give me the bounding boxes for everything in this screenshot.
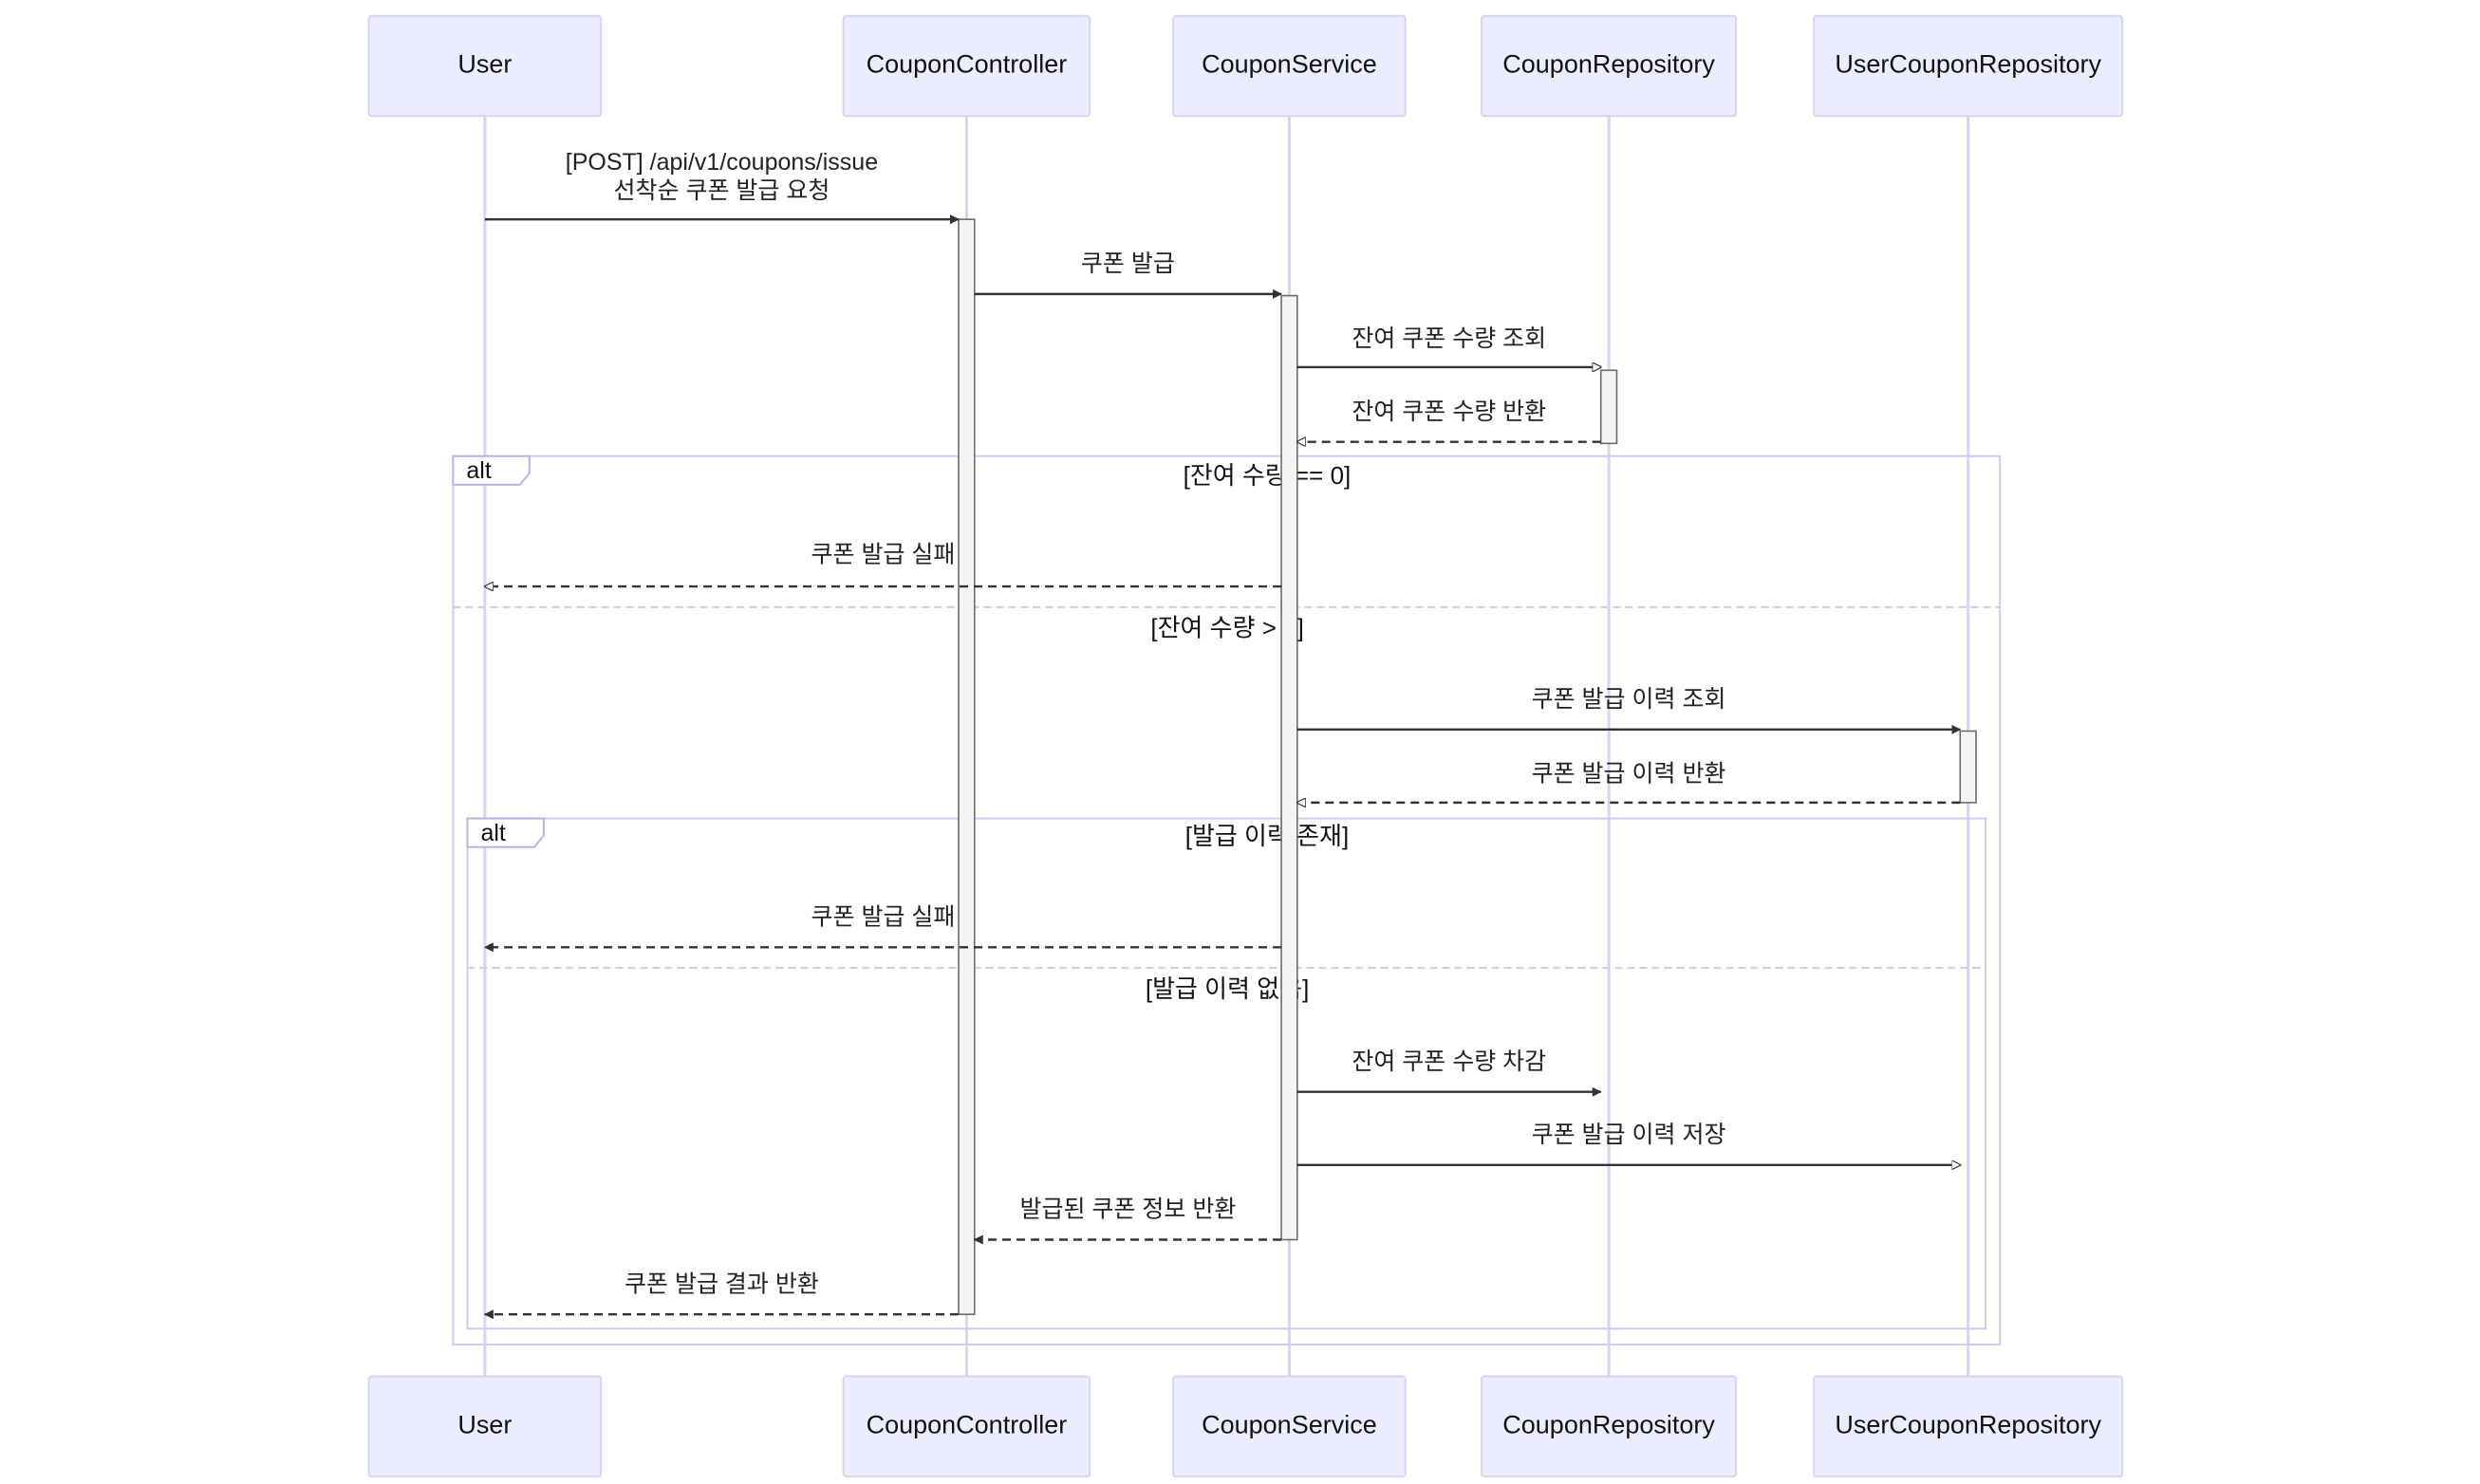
- participant-user_coupon_repo-bottom: UserCouponRepository: [1813, 1375, 2124, 1478]
- participant-box: [367, 1375, 603, 1478]
- fragment-keyword: alt: [480, 820, 505, 846]
- message-label: 쿠폰 발급 이력 반환: [1532, 761, 1726, 788]
- participant-coupon_repo-bottom: CouponRepository: [1481, 1375, 1738, 1478]
- activation-bar: [1280, 294, 1298, 1241]
- participant-label: CouponService: [1202, 50, 1377, 79]
- message-6: 쿠폰 발급 이력 조회: [1296, 686, 1962, 734]
- fragment-condition: [잔여 수량 == 0]: [1184, 461, 1352, 490]
- message-2: 쿠폰 발급: [974, 250, 1283, 299]
- participant-box: [842, 1375, 1091, 1478]
- message-5: 쿠폰 발급 실패: [485, 542, 1282, 587]
- fragment-keyword: alt: [466, 457, 491, 484]
- participant-box: [1481, 14, 1738, 118]
- fragment-tab: [452, 454, 531, 486]
- message-label: 쿠폰 발급 결과 반환: [625, 1271, 819, 1297]
- participant-user-top: User: [367, 14, 603, 118]
- participant-label: CouponController: [867, 50, 1068, 79]
- participant-controller-top: CouponController: [842, 14, 1091, 118]
- participant-controller-bottom: CouponController: [842, 1375, 1091, 1478]
- participant-user-bottom: User: [367, 1375, 603, 1478]
- participant-box: [1172, 1375, 1407, 1478]
- message-4: 잔여 쿠폰 수량 반환: [1297, 399, 1601, 442]
- alt-fragment-2: alt[발급 이력 존재][발급 이력 없음]: [466, 817, 1987, 1330]
- participant-box: [367, 14, 603, 118]
- message-8: 쿠폰 발급 실패: [483, 903, 1282, 953]
- message-7: 쿠폰 발급 이력 반환: [1297, 761, 1961, 803]
- message-3: 잔여 쿠폰 수량 조회: [1296, 325, 1601, 367]
- participant-label: UserCouponRepository: [1835, 50, 2101, 79]
- fragment-frame: [452, 454, 2002, 1346]
- fragment-tab: [466, 817, 545, 848]
- activation-bar: [1599, 369, 1618, 445]
- message-10: 쿠폰 발급 이력 저장: [1296, 1122, 1960, 1165]
- participant-box: [1481, 1375, 1738, 1478]
- fragment-condition: [잔여 수량 > 0]: [1150, 614, 1303, 642]
- fragment-condition: [발급 이력 존재]: [1185, 822, 1349, 850]
- message-label: 쿠폰 발급: [1081, 250, 1175, 277]
- participant-service-top: CouponService: [1172, 14, 1407, 118]
- message-11: 발급된 쿠폰 정보 반환: [973, 1196, 1282, 1245]
- message-label: 쿠폰 발급 이력 조회: [1532, 686, 1726, 713]
- participant-box: [842, 14, 1091, 118]
- participants: UserUserCouponControllerCouponController…: [367, 14, 2124, 1478]
- participant-box: [1813, 1375, 2124, 1478]
- fragments: alt [잔여 수량 == 0] [잔여 수량 > 0]alt [발급 이력 존재] […: [452, 454, 2002, 1346]
- participant-label: UserCouponRepository: [1835, 1410, 2101, 1438]
- participant-coupon_repo-top: CouponRepository: [1481, 14, 1738, 118]
- lifelines: [483, 116, 1970, 1377]
- alt-fragment-1: alt [잔여 수량 == 0] [잔여 수량 > 0]: [452, 454, 2002, 1346]
- participant-label: CouponController: [867, 1410, 1068, 1438]
- fragment-frame: [466, 817, 1987, 1330]
- participant-service-bottom: CouponService: [1172, 1375, 1407, 1478]
- message-label: 쿠폰 발급 실패: [811, 542, 956, 568]
- message-label: [POST] /api/v1/coupons/issue: [566, 149, 878, 176]
- participant-label: CouponService: [1202, 1410, 1377, 1438]
- message-label: 쿠폰 발급 이력 저장: [1532, 1122, 1726, 1148]
- participant-box: [1813, 14, 2124, 118]
- message-label: 발급된 쿠폰 정보 반환: [1019, 1196, 1236, 1223]
- message-label: 잔여 쿠폰 수량 조회: [1352, 325, 1546, 352]
- participant-label: CouponRepository: [1502, 1410, 1715, 1438]
- activation-bar: [958, 218, 976, 1316]
- message-label: 잔여 쿠폰 수량 차감: [1352, 1048, 1546, 1075]
- participant-box: [1172, 14, 1407, 118]
- activations: [958, 218, 1977, 1316]
- participant-user_coupon_repo-top: UserCouponRepository: [1813, 14, 2124, 118]
- participant-label: User: [457, 50, 512, 79]
- message-label: 선착순 쿠폰 발급 요청: [614, 177, 830, 204]
- message-label: 쿠폰 발급 실패: [811, 903, 956, 930]
- participant-label: User: [457, 1410, 512, 1438]
- message-12: 쿠폰 발급 결과 반환: [483, 1271, 960, 1320]
- message-label: 잔여 쿠폰 수량 반환: [1352, 399, 1546, 425]
- activation-bar: [1959, 730, 1977, 804]
- message-9: 잔여 쿠폰 수량 차감: [1296, 1048, 1602, 1097]
- participant-label: CouponRepository: [1502, 50, 1715, 79]
